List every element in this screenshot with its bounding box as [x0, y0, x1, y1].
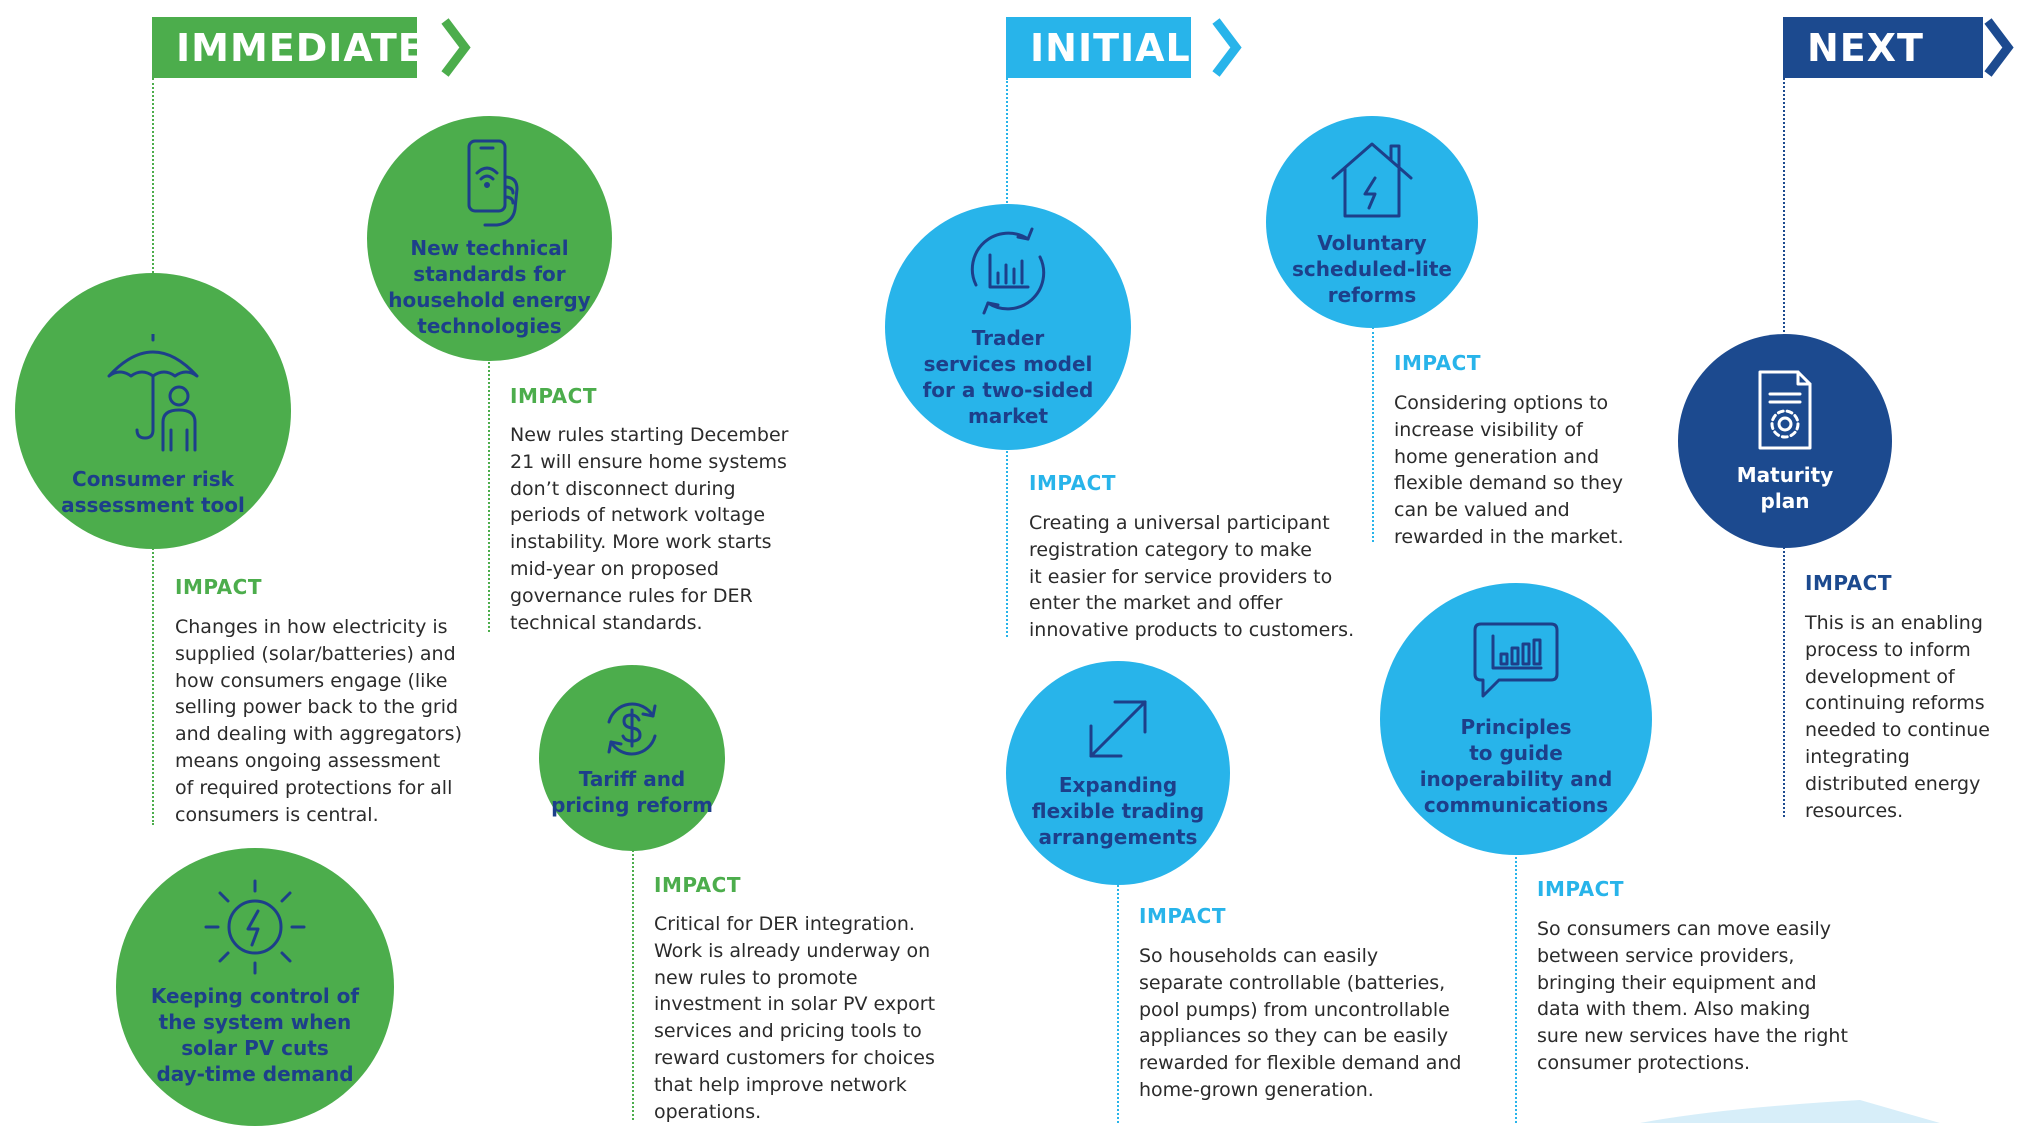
keeping-control-title: Keeping control of the system when solar… — [150, 984, 360, 1086]
connector-principles — [1515, 852, 1517, 1123]
principles-circle: Principles to guide inoperability and co… — [1380, 583, 1652, 855]
connector-tariff — [632, 850, 634, 1120]
connector-technical-standards — [488, 357, 490, 632]
consumer-risk-title: Consumer risk assessment tool — [61, 467, 245, 517]
consumer-risk-impact-heading: IMPACT — [175, 575, 262, 599]
expand-arrows-icon — [1089, 700, 1147, 758]
tariff-title: Tariff and pricing reform — [551, 767, 713, 817]
maturity-impact-text: This is an enabling process to inform de… — [1805, 612, 1990, 822]
consumer-risk-assessment-circle: Consumer risk assessment tool — [15, 273, 291, 549]
smartphone-wifi-icon — [467, 139, 518, 226]
trader-services-impact-text: Creating a universal participant registr… — [1029, 512, 1355, 642]
dollar-cycle-icon — [607, 702, 657, 756]
umbrella-person-icon — [107, 334, 199, 452]
trader-services-circle: Trader services model for a two-sided ma… — [885, 204, 1131, 450]
principles-impact-heading: IMPACT — [1537, 877, 1624, 901]
principles-title: Principles to guide inoperability and co… — [1419, 715, 1613, 817]
decorative-wave — [1640, 1100, 1940, 1123]
connector-expanding — [1117, 880, 1119, 1123]
maturity-plan-title: Maturity plan — [1736, 463, 1834, 513]
expanding-impact-text: So households can easily separate contro… — [1139, 945, 1462, 1101]
connector-maturity — [1783, 547, 1785, 817]
keeping-control-circle: Keeping control of the system when solar… — [116, 848, 394, 1126]
voluntary-title: Voluntary scheduled-lite reforms — [1292, 231, 1452, 307]
phase-initial: INITIAL — [1006, 17, 1242, 78]
house-lightning-icon — [1331, 142, 1413, 218]
timeline-line-initial — [1006, 78, 1008, 210]
phase-next: NEXT — [1783, 17, 2014, 78]
timeline-line-immediate — [152, 78, 154, 273]
chat-chart-icon — [1473, 622, 1559, 698]
technical-standards-title: New technical standards for household en… — [388, 235, 591, 338]
document-gear-icon — [1758, 370, 1812, 450]
tariff-impact-heading: IMPACT — [654, 873, 741, 897]
voluntary-impact-text: Considering options to increase visibili… — [1394, 392, 1624, 548]
phase-immediate: IMMEDIATE — [152, 17, 471, 78]
trader-services-impact-heading: IMPACT — [1029, 471, 1116, 495]
chart-cycle-icon — [970, 227, 1046, 315]
sun-lightning-icon — [204, 879, 306, 975]
connector-trader-services — [1006, 447, 1008, 637]
tariff-impact-text: Critical for DER integration. Work is al… — [654, 913, 936, 1123]
chevron-right-icon — [1212, 18, 1242, 77]
chevron-right-icon — [441, 18, 471, 77]
phase-immediate-label: IMMEDIATE — [152, 17, 424, 78]
chevron-right-icon — [1984, 18, 2014, 77]
expanding-title: Expanding flexible trading arrangements — [1031, 773, 1205, 849]
timeline-line-next — [1783, 78, 1785, 336]
technical-standards-impact-text: New rules starting December 21 will ensu… — [510, 424, 789, 634]
technical-standards-circle: New technical standards for household en… — [367, 116, 612, 361]
maturity-impact-heading: IMPACT — [1805, 571, 1892, 595]
technical-standards-impact-heading: IMPACT — [510, 384, 597, 408]
expanding-circle: Expanding flexible trading arrangements — [1006, 661, 1230, 885]
phase-initial-label: INITIAL — [1006, 17, 1191, 78]
voluntary-impact-heading: IMPACT — [1394, 351, 1481, 375]
phase-next-label: NEXT — [1783, 17, 1983, 78]
principles-impact-text: So consumers can move easily between ser… — [1537, 918, 1848, 1074]
connector-voluntary — [1372, 327, 1374, 542]
connector-consumer-risk — [152, 545, 154, 825]
maturity-plan-circle: Maturity plan — [1678, 334, 1892, 548]
consumer-risk-impact-text: Changes in how electricity is supplied (… — [175, 616, 462, 826]
tariff-circle: Tariff and pricing reform — [539, 665, 725, 851]
expanding-impact-heading: IMPACT — [1139, 904, 1226, 928]
trader-services-title: Trader services model for a two-sided ma… — [922, 326, 1094, 428]
voluntary-circle: Voluntary scheduled-lite reforms — [1266, 116, 1478, 328]
